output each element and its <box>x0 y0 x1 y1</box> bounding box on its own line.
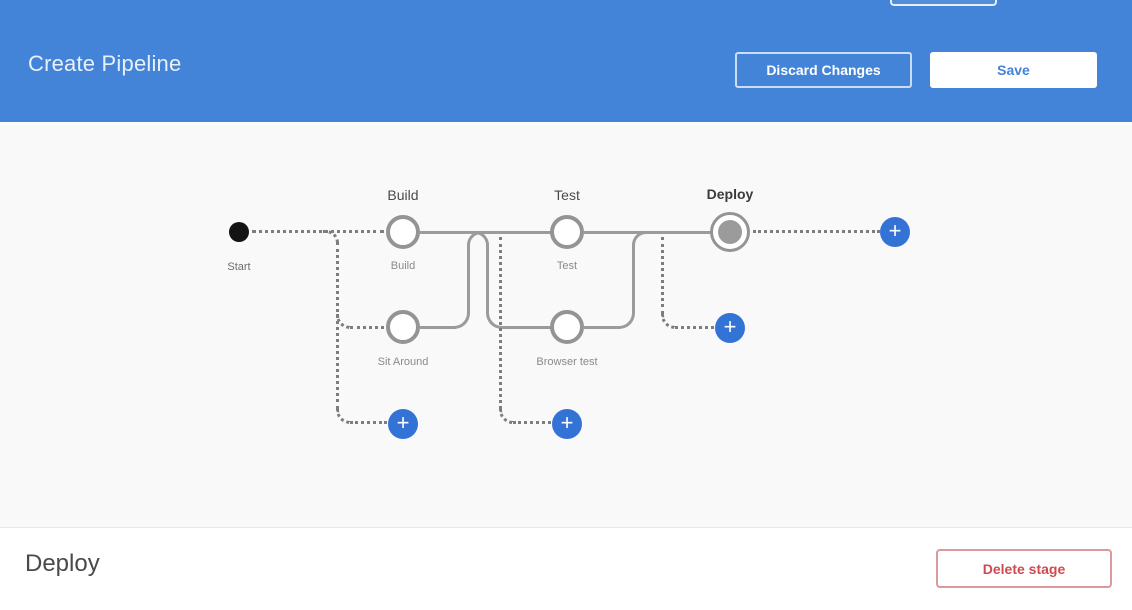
elbow-test-add-parallel <box>499 409 514 424</box>
connector-test-to-deploy <box>584 231 712 234</box>
stage-title-test: Test <box>554 187 580 203</box>
elbow-build-drop-top <box>323 230 339 243</box>
node-sit-around[interactable] <box>386 310 420 344</box>
dropline-test-dotted <box>499 237 502 409</box>
parallel-label-sit-around: Sit Around <box>377 356 429 368</box>
connector-deploy-add-parallel-dotted <box>675 326 714 329</box>
clipped-top-button[interactable] <box>890 0 997 6</box>
connector-browser-test-out <box>584 326 620 329</box>
node-deploy-selected[interactable] <box>710 212 750 252</box>
discard-changes-button[interactable]: Discard Changes <box>735 52 912 88</box>
page-title: Create Pipeline <box>28 51 182 76</box>
elbow-build-add-parallel <box>336 409 351 424</box>
connector-build-to-test <box>420 231 551 234</box>
save-button[interactable]: Save <box>930 52 1097 88</box>
plus-icon: + <box>723 314 737 339</box>
add-parallel-test-button[interactable]: + <box>552 409 582 439</box>
node-build[interactable] <box>386 215 420 249</box>
dropline-deploy-dotted <box>661 237 664 314</box>
merge-line-browser-test <box>632 245 635 312</box>
plus-icon: + <box>396 410 410 435</box>
header-divider <box>0 122 1132 125</box>
connector-deploy-to-add-dotted <box>753 230 880 233</box>
plus-icon: + <box>888 218 902 243</box>
start-label: Start <box>227 261 251 273</box>
node-browser-test[interactable] <box>550 310 584 344</box>
add-parallel-build-button[interactable]: + <box>388 409 418 439</box>
connector-into-browser-test <box>503 326 551 329</box>
add-stage-button[interactable]: + <box>880 217 910 247</box>
stage-title-deploy: Deploy <box>706 186 754 202</box>
node-test[interactable] <box>550 215 584 249</box>
stage-detail-title: Deploy <box>25 550 100 577</box>
connector-build-add-parallel-dotted <box>350 421 387 424</box>
merge-line-sit-around <box>467 245 470 312</box>
connector-test-add-parallel-dotted <box>513 421 551 424</box>
elbow-into-sit-around <box>336 314 351 329</box>
delete-stage-button[interactable]: Delete stage <box>936 549 1112 588</box>
elbow-deploy-add-parallel <box>661 314 676 329</box>
elbow-sit-around-up <box>453 312 470 329</box>
start-node[interactable] <box>229 222 249 242</box>
step-label-build: Build <box>390 260 416 272</box>
stage-detail-panel: Deploy Delete stage <box>0 527 1132 610</box>
elbow-split-browser-test <box>473 231 489 245</box>
connector-into-sit-around-dotted <box>350 326 384 329</box>
elbow-browser-test-join <box>632 231 648 245</box>
connector-sit-around-out <box>420 326 456 329</box>
split-line-browser-test <box>486 245 489 312</box>
add-parallel-deploy-button[interactable]: + <box>715 313 745 343</box>
parallel-label-browser-test: Browser test <box>536 356 598 368</box>
selected-node-core <box>718 220 742 244</box>
elbow-into-browser-test <box>486 312 503 329</box>
elbow-browser-test-up <box>618 312 635 329</box>
stage-title-build: Build <box>387 187 419 203</box>
connector-start-to-build-dotted <box>252 230 384 233</box>
plus-icon: + <box>560 410 574 435</box>
header-bar: Create Pipeline Discard Changes Save <box>0 0 1132 122</box>
dropline-build-dotted <box>336 242 339 409</box>
step-label-test: Test <box>556 260 578 272</box>
